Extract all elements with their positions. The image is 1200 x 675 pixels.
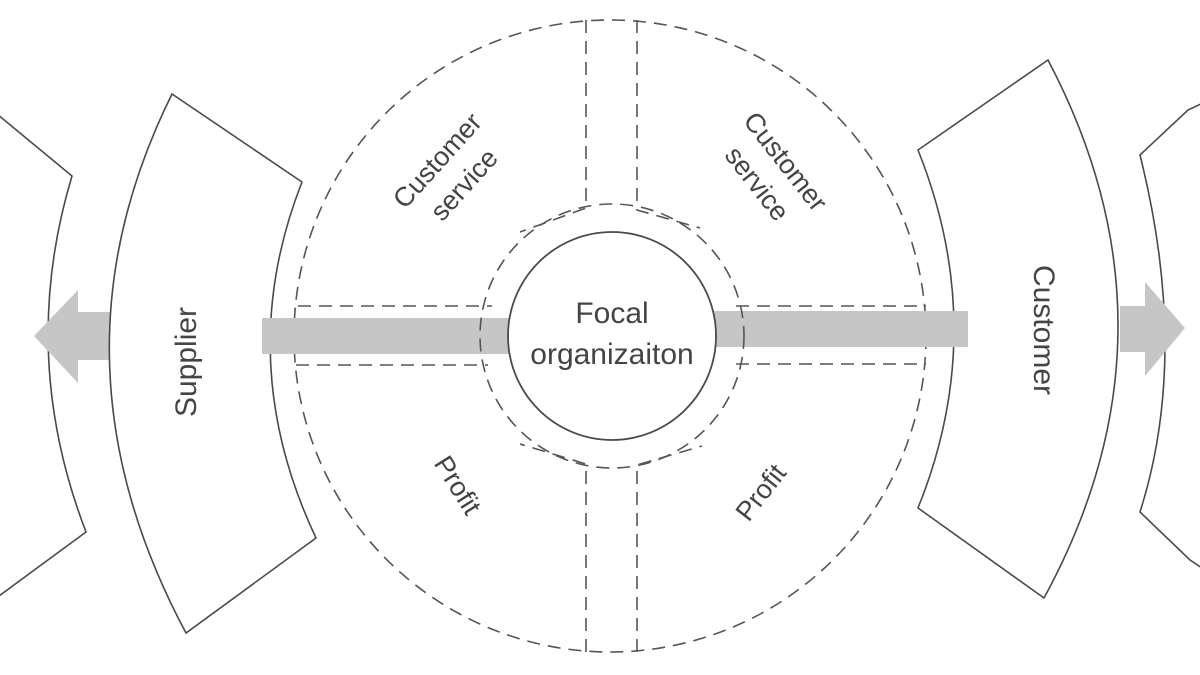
customer-label: Customer <box>1027 265 1060 395</box>
focal-label: Focal <box>575 297 648 330</box>
supplier-to-focal-flow <box>262 318 512 354</box>
divider-bottom-left <box>519 443 587 652</box>
far-left-partner-shape <box>0 115 87 597</box>
divider-top-left <box>519 20 587 233</box>
left-flow-arrow <box>34 290 110 383</box>
divider-top-right <box>636 20 701 229</box>
focal-label-line2: organizaiton <box>530 338 693 371</box>
supplier-shape <box>108 92 318 635</box>
divider-bottom-right <box>636 445 703 652</box>
supplier-label: Supplier <box>170 307 203 417</box>
focal-to-customer-flow <box>712 311 968 347</box>
bottom-left-quadrant-label: Profit <box>428 451 487 521</box>
right-flow-arrow <box>1120 282 1185 376</box>
customer-shape <box>917 58 1119 600</box>
bottom-right-quadrant-label: Profit <box>730 458 793 527</box>
focal-organization-circle <box>507 231 717 441</box>
inner-ring-dashed <box>479 203 745 469</box>
